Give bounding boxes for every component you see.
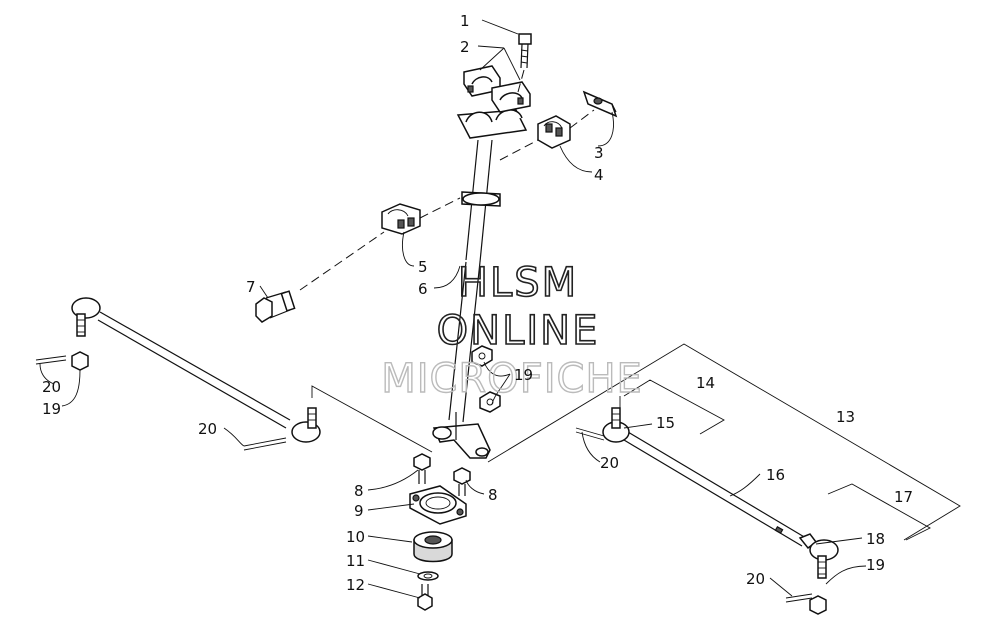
- callout-6: 6: [418, 280, 428, 298]
- callout-18: 18: [866, 530, 885, 548]
- callout-11: 11: [346, 552, 365, 570]
- callout-15: 15: [656, 414, 675, 432]
- watermark-line3: MICROFICHE: [381, 356, 643, 402]
- assembly-brackets: [311, 343, 961, 541]
- callout-20-mid: 20: [198, 420, 217, 438]
- callout-17: 17: [894, 488, 913, 506]
- bracket-3: [582, 90, 618, 118]
- callout-20-left: 20: [42, 378, 61, 396]
- cotter-pin-20-mid: [243, 437, 287, 447]
- callout-14: 14: [696, 374, 715, 392]
- callout-7: 7: [246, 278, 256, 296]
- callout-20-right: 20: [600, 454, 619, 472]
- watermark: HLSM ONLINE MICROFICHE: [380, 259, 643, 403]
- bushing-10: [413, 531, 453, 563]
- cotter-pin-20-left: [35, 355, 67, 361]
- nut-19-right: [809, 595, 827, 615]
- callout-2: 2: [460, 38, 470, 56]
- watermark-line1: HLSM: [458, 260, 578, 306]
- bolt-8-left: [413, 453, 431, 484]
- bolt-7: [255, 290, 296, 323]
- tie-rod-right: [602, 407, 839, 579]
- leader-lines: [39, 19, 867, 599]
- callout-19-left: 19: [42, 400, 61, 418]
- washer-11: [417, 571, 439, 581]
- nut-19-left: [71, 351, 89, 371]
- callout-9: 9: [354, 502, 364, 520]
- watermark-line2: ONLINE: [437, 308, 600, 354]
- callout-8-right: 8: [488, 486, 498, 504]
- cotter-pin-20-right: [575, 427, 605, 437]
- centerline-4: [499, 139, 539, 161]
- centerline-5: [419, 197, 461, 219]
- handlebar-caps-2: [463, 65, 531, 113]
- callout-4: 4: [594, 166, 604, 184]
- callout-10: 10: [346, 528, 365, 546]
- callout-19-right: 19: [866, 556, 885, 574]
- callout-3: 3: [594, 144, 604, 162]
- callout-numbers: 1 2 3 4 5 6 7 19 8 8 9 10 11 12 20 19 20…: [42, 12, 913, 594]
- callout-20-bottom: 20: [746, 570, 765, 588]
- nut-19-upper: [471, 345, 493, 367]
- callout-19-center: 19: [514, 366, 533, 384]
- callout-12: 12: [346, 576, 365, 594]
- centerline-7: [299, 231, 385, 291]
- steering-post: [432, 109, 528, 459]
- centerline-3: [569, 109, 595, 129]
- screw-12: [417, 584, 433, 611]
- callout-1: 1: [460, 12, 470, 30]
- callout-8-left: 8: [354, 482, 364, 500]
- centerline-1: [517, 69, 525, 93]
- bearing-flange-9: [409, 485, 467, 525]
- callout-13: 13: [836, 408, 855, 426]
- callout-5: 5: [418, 258, 428, 276]
- clamp-block-4: [537, 115, 571, 149]
- bolt-8-right: [453, 467, 471, 496]
- clamp-block-5: [381, 203, 421, 235]
- tie-rod-left: [71, 297, 321, 443]
- callout-16: 16: [766, 466, 785, 484]
- cap-screw-1: [518, 33, 532, 69]
- cotter-pin-20-bottom: [785, 593, 813, 599]
